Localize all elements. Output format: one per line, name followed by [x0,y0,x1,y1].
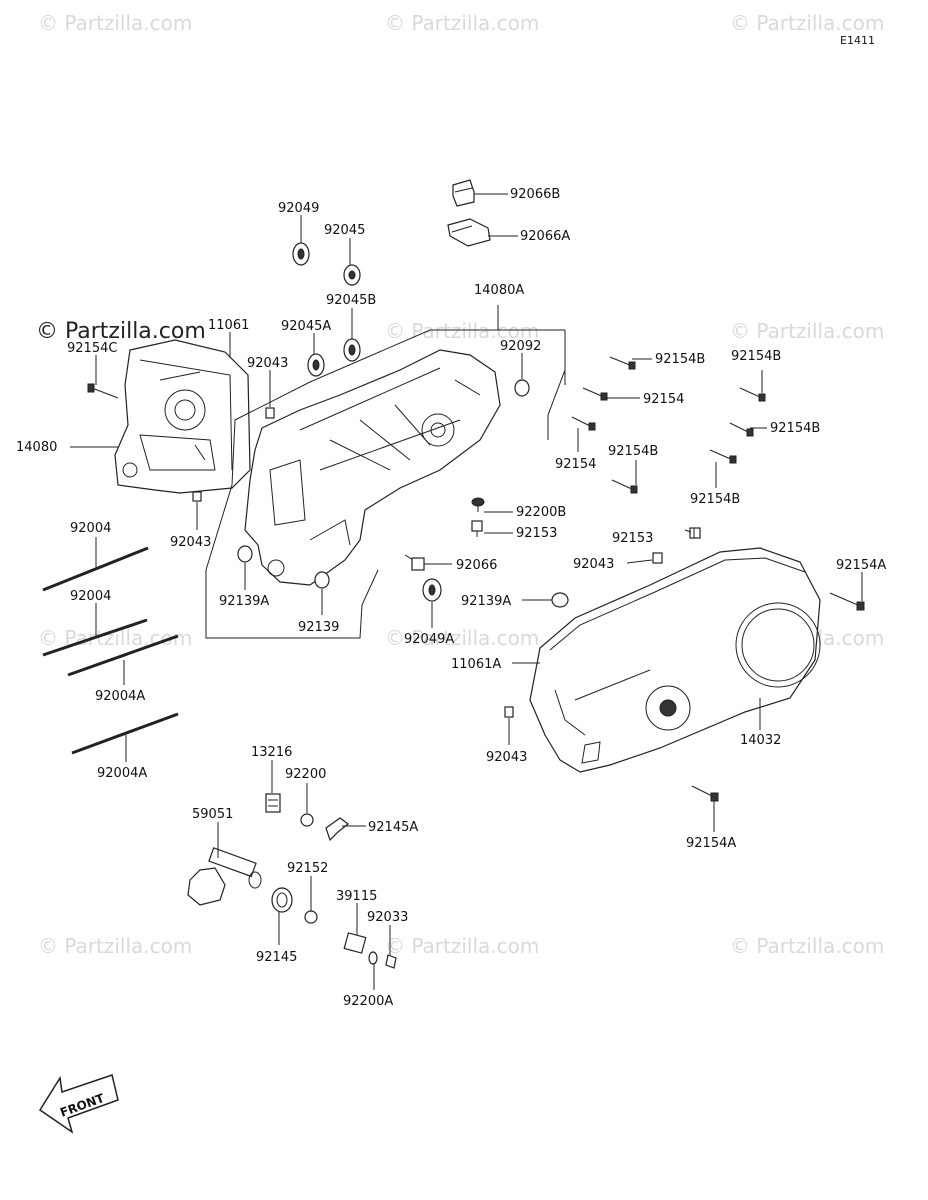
part-92139a-right[interactable] [551,592,569,608]
label-92043-top: 92043 [247,356,288,371]
watermark: © Partzilla.com [385,319,539,343]
label-92154b-3: 92154B [770,421,820,436]
label-92154a-2: 92154A [686,836,736,851]
part-92049a-bearing[interactable] [422,578,442,602]
part-92045a-bearing[interactable] [307,353,325,377]
label-92043-right: 92043 [573,557,614,572]
part-92152-washer[interactable] [304,910,318,924]
part-92043-dowel[interactable] [265,407,275,419]
label-92139a-left: 92139A [219,594,269,609]
label-13216: 13216 [251,745,292,760]
label-11061a: 11061A [451,657,501,672]
label-92200b: 92200B [516,505,566,520]
label-92066b: 92066B [510,187,560,202]
diagram-code: E1411 [840,34,875,47]
part-92145-spring[interactable] [271,887,293,913]
watermark: © Partzilla.com [730,319,884,343]
part-92153-bolt[interactable] [471,520,483,537]
watermark: © Partzilla.com [385,626,539,650]
label-92092: 92092 [500,339,541,354]
label-14032: 14032 [740,733,781,748]
part-92049-bearing[interactable] [292,242,310,266]
part-92139a[interactable] [237,545,253,563]
label-92043-left: 92043 [170,535,211,550]
part-39115-bushing[interactable] [343,932,367,954]
part-92154c-bolt[interactable] [87,383,119,399]
label-92049: 92049 [278,201,319,216]
part-92043-dowel-right[interactable] [652,552,663,564]
part-92145a-clip[interactable] [325,817,349,842]
watermark: © Partzilla.com [730,11,884,35]
label-92154-1: 92154 [643,392,684,407]
label-92154c: 92154C [67,341,117,356]
label-92004a-2: 92004A [97,766,147,781]
watermark: © Partzilla.com [38,11,192,35]
label-92154b-4: 92154B [608,444,658,459]
part-13216[interactable] [265,793,281,813]
part-14032-cover[interactable] [529,547,821,773]
bolts-92154-group[interactable] [571,356,766,494]
label-92154b-2: 92154B [731,349,781,364]
watermark: © Partzilla.com [385,934,539,958]
leader-lines [70,193,863,990]
label-59051: 59051 [192,807,233,822]
label-92004-2: 92004 [70,589,111,604]
part-92045b-bearing[interactable] [343,338,361,362]
label-11061: 11061 [208,318,249,333]
label-92066a: 92066A [520,229,570,244]
part-92092[interactable] [514,379,530,397]
label-92154a-1: 92154A [836,558,886,573]
part-92139[interactable] [314,571,330,589]
label-92145a: 92145A [368,820,418,835]
part-92154a-bolt-lower[interactable] [691,785,719,802]
label-92200a: 92200A [343,994,393,1009]
part-92033-ring[interactable] [385,954,397,969]
label-92066: 92066 [456,558,497,573]
part-92200-washer[interactable] [300,813,314,827]
label-92043-lower: 92043 [486,750,527,765]
part-92045-bearing[interactable] [343,264,361,286]
watermark: © Partzilla.com [385,11,539,35]
part-labels: 92066B 92066A 92049 92045 92045B 92045A … [16,187,886,1009]
part-59051-kick-gear[interactable] [187,847,262,906]
part-92200b-washer[interactable] [471,497,485,507]
label-92045b: 92045B [326,293,376,308]
label-92004-1: 92004 [70,521,111,536]
part-14080a-crankcase-main[interactable] [244,349,501,586]
part-92043-dowel-lower[interactable] [504,706,514,718]
part-92066[interactable] [404,554,425,571]
label-92049a: 92049A [404,632,454,647]
label-14080a: 14080A [474,283,524,298]
label-92152: 92152 [287,861,328,876]
label-39115: 39115 [336,889,377,904]
part-92066a[interactable] [447,218,491,247]
label-92153-1: 92153 [516,526,557,541]
label-92045: 92045 [324,223,365,238]
part-92043-dowel-left[interactable] [192,491,202,502]
watermark: © Partzilla.com [730,934,884,958]
watermark: © Partzilla.com [38,934,192,958]
label-92004a-1: 92004A [95,689,145,704]
label-92033: 92033 [367,910,408,925]
part-92066b[interactable] [452,179,475,207]
label-92154b-1: 92154B [655,352,705,367]
brand-mark: © Partzilla.com [36,319,206,344]
label-92200: 92200 [285,767,326,782]
label-92154b-5: 92154B [690,492,740,507]
label-14080: 14080 [16,440,57,455]
part-92154a-bolt[interactable] [829,592,865,611]
label-92139a-right: 92139A [461,594,511,609]
part-92200a-washer[interactable] [368,951,378,965]
label-92139: 92139 [298,620,339,635]
callout-bracket [205,305,566,639]
label-92045a: 92045A [281,319,331,334]
studs-92004[interactable] [42,546,179,755]
label-92145: 92145 [256,950,297,965]
label-92153-2: 92153 [612,531,653,546]
front-arrow: FRONT [38,1074,119,1134]
part-14080-crankcase-left[interactable] [114,339,251,494]
label-92154-2: 92154 [555,457,596,472]
part-92153-bolt-right[interactable] [684,527,701,539]
